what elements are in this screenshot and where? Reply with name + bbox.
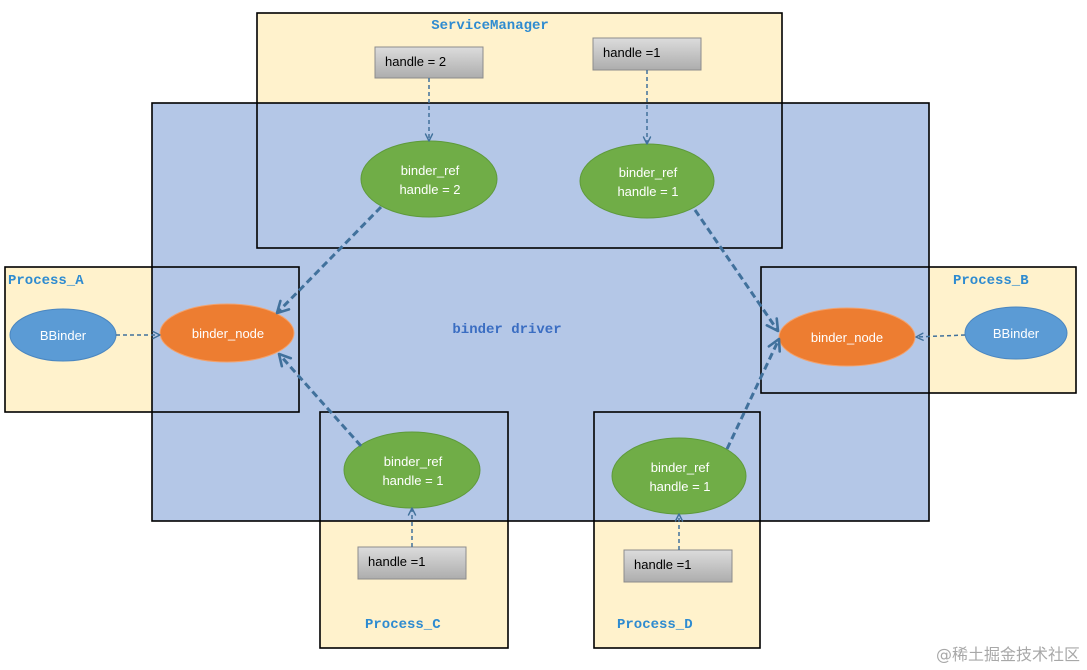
arrow-ref-handle-1-to-node-b	[693, 209, 780, 333]
process-c-handle: handle =1	[357, 546, 467, 580]
process-a-box-outline	[4, 266, 300, 413]
arrow-bbinder-b-to-node	[915, 332, 966, 341]
binder-ref-process-c: binder_ref handle = 1	[343, 431, 481, 509]
handle-box	[623, 549, 733, 583]
binder-ref-handle: handle = 1	[617, 184, 678, 199]
bbinder-label: BBinder	[40, 328, 87, 343]
binder-ref-process-d: binder_ref handle = 1	[611, 437, 747, 515]
handle-box	[592, 37, 702, 71]
process-c-box-outline	[319, 411, 509, 649]
process-d-title: Process_D	[617, 617, 693, 633]
service-manager-handle-left: handle = 2	[374, 46, 484, 79]
binder-node-process-b: binder_node	[778, 307, 916, 367]
process-b-title: Process_B	[953, 273, 1029, 289]
binder-ref-name: binder_ref	[651, 460, 710, 475]
handle-label: handle =1	[634, 557, 691, 572]
binder-ref-ellipse	[579, 143, 715, 219]
service-manager-handle-right: handle =1	[592, 37, 702, 71]
service-manager-box-outline	[256, 12, 783, 249]
handle-box	[357, 546, 467, 580]
handle-label: handle =1	[603, 45, 660, 60]
handle-label: handle = 2	[385, 54, 446, 69]
handle-label: handle =1	[368, 554, 425, 569]
binder-ref-handle: handle = 2	[399, 182, 460, 197]
binder-ref-name: binder_ref	[384, 454, 443, 469]
binder-node-ellipse	[778, 307, 916, 367]
bbinder-process-b: BBinder	[964, 306, 1068, 360]
binder-ref-sm-handle-2: binder_ref handle = 2	[360, 140, 498, 218]
binder-ref-ellipse	[360, 140, 498, 218]
arrow-ref-process-c-to-node-a	[277, 352, 363, 447]
binder-node-label: binder_node	[811, 330, 883, 345]
binder-ref-ellipse	[343, 431, 481, 509]
process-d-handle: handle =1	[623, 549, 733, 583]
bbinder-ellipse	[964, 306, 1068, 360]
bbinder-process-a: BBinder	[9, 308, 117, 362]
service-manager-title: ServiceManager	[431, 18, 549, 34]
binder-ref-ellipse	[611, 437, 747, 515]
binder-ref-name: binder_ref	[619, 165, 678, 180]
binder-ref-sm-handle-1: binder_ref handle = 1	[579, 143, 715, 219]
binder-ref-name: binder_ref	[401, 163, 460, 178]
binder-ref-handle: handle = 1	[382, 473, 443, 488]
bbinder-label: BBinder	[993, 326, 1040, 341]
process-d-box-outline	[593, 411, 761, 649]
arrow-ref-handle-2-to-node-a	[275, 205, 383, 315]
binder-driver-label: binder driver	[452, 322, 561, 338]
watermark: @稀土掘金技术社区	[936, 645, 1080, 664]
process-c-title: Process_C	[365, 617, 441, 633]
process-b-box-outline	[760, 266, 1077, 394]
process-a-title: Process_A	[8, 273, 84, 289]
binder-node-label: binder_node	[192, 326, 264, 341]
binder-ref-handle: handle = 1	[649, 479, 710, 494]
arrow-ref-process-d-to-node-b	[725, 337, 782, 450]
binder-node-process-a: binder_node	[159, 303, 295, 363]
handle-box	[374, 46, 484, 79]
